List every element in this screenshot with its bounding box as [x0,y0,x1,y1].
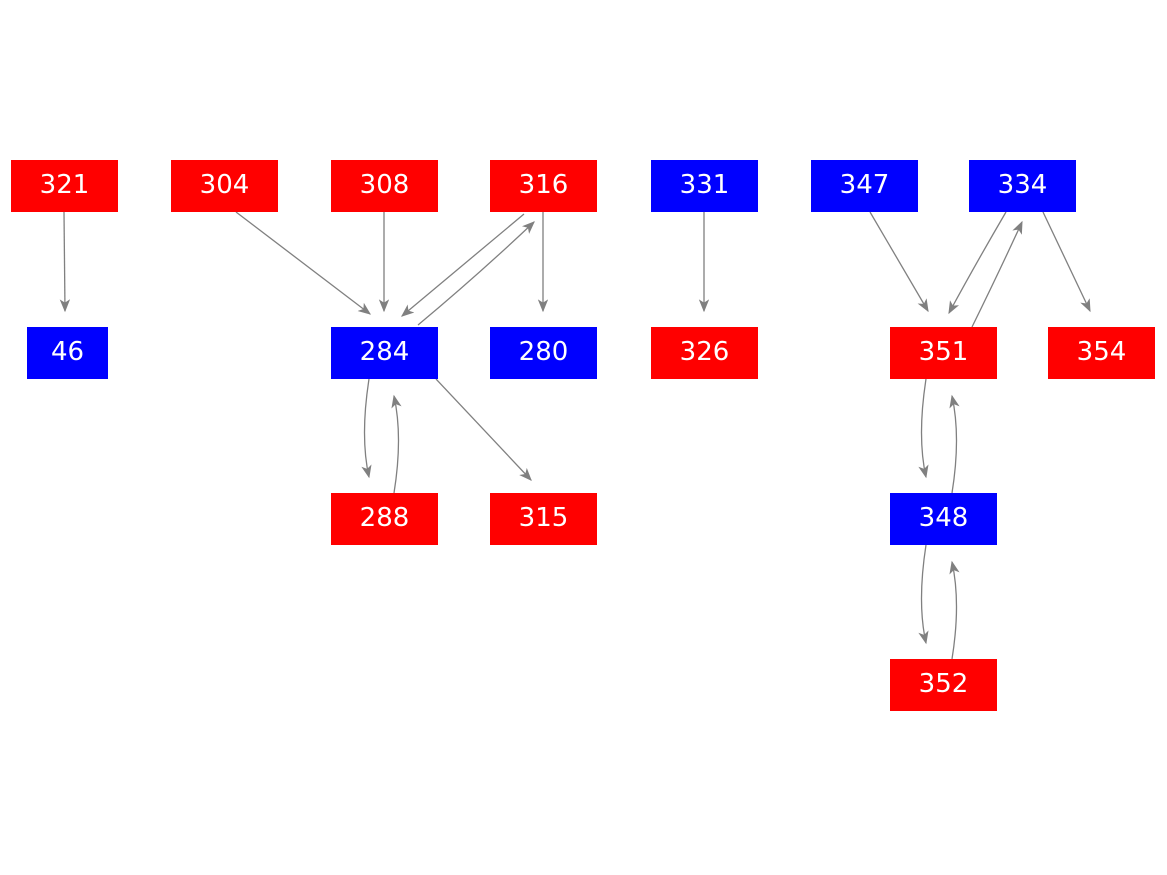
graph-node-label: 315 [518,503,569,533]
graph-node-label: 348 [918,503,969,533]
graph-node-label: 354 [1076,337,1127,367]
graph-node-348[interactable]: 348 [890,493,997,545]
graph-node-label: 326 [679,337,730,367]
graph-node-label: 351 [918,337,969,367]
graph-node-304[interactable]: 304 [171,160,278,212]
graph-node-label: 334 [997,170,1048,200]
graph-edge [948,211,1007,315]
graph-node-288[interactable]: 288 [331,493,438,545]
graph-node-351[interactable]: 351 [890,327,997,379]
graph-edge [1042,211,1091,313]
graph-node-284[interactable]: 284 [331,327,438,379]
graph-node-label: 308 [359,170,410,200]
graph-edge [59,211,71,313]
graph-edge [918,378,929,479]
graph-edge [401,213,525,317]
graph-node-label: 316 [518,170,569,200]
graph-edge [361,378,372,479]
graph-node-label: 304 [199,170,250,200]
graph-edge [949,394,960,494]
graph-edge [235,211,372,315]
edges-group [59,211,1091,660]
graph-edge [417,221,535,326]
graph-node-316[interactable]: 316 [490,160,597,212]
graph-node-315[interactable]: 315 [490,493,597,545]
graph-node-46[interactable]: 46 [27,327,108,379]
graph-node-352[interactable]: 352 [890,659,997,711]
graph-edge [971,220,1023,328]
graph-node-326[interactable]: 326 [651,327,758,379]
graph-edge [391,394,402,494]
graph-edge [869,211,929,313]
graph-node-331[interactable]: 331 [651,160,758,212]
graph-edge [949,560,960,660]
graph-node-label: 331 [679,170,730,200]
graph-node-label: 288 [359,503,410,533]
graph-node-label: 46 [50,337,85,367]
graph-edge [918,544,929,645]
graph-node-label: 347 [839,170,890,200]
graph-node-280[interactable]: 280 [490,327,597,379]
graph-node-label: 352 [918,669,969,699]
graph-node-label: 280 [518,337,569,367]
graph-node-308[interactable]: 308 [331,160,438,212]
graph-node-label: 284 [359,337,410,367]
graph-node-321[interactable]: 321 [11,160,118,212]
graph-node-347[interactable]: 347 [811,160,918,212]
graph-node-334[interactable]: 334 [969,160,1076,212]
graph-node-354[interactable]: 354 [1048,327,1155,379]
graph-edge [435,378,532,481]
graph-node-label: 321 [39,170,90,200]
